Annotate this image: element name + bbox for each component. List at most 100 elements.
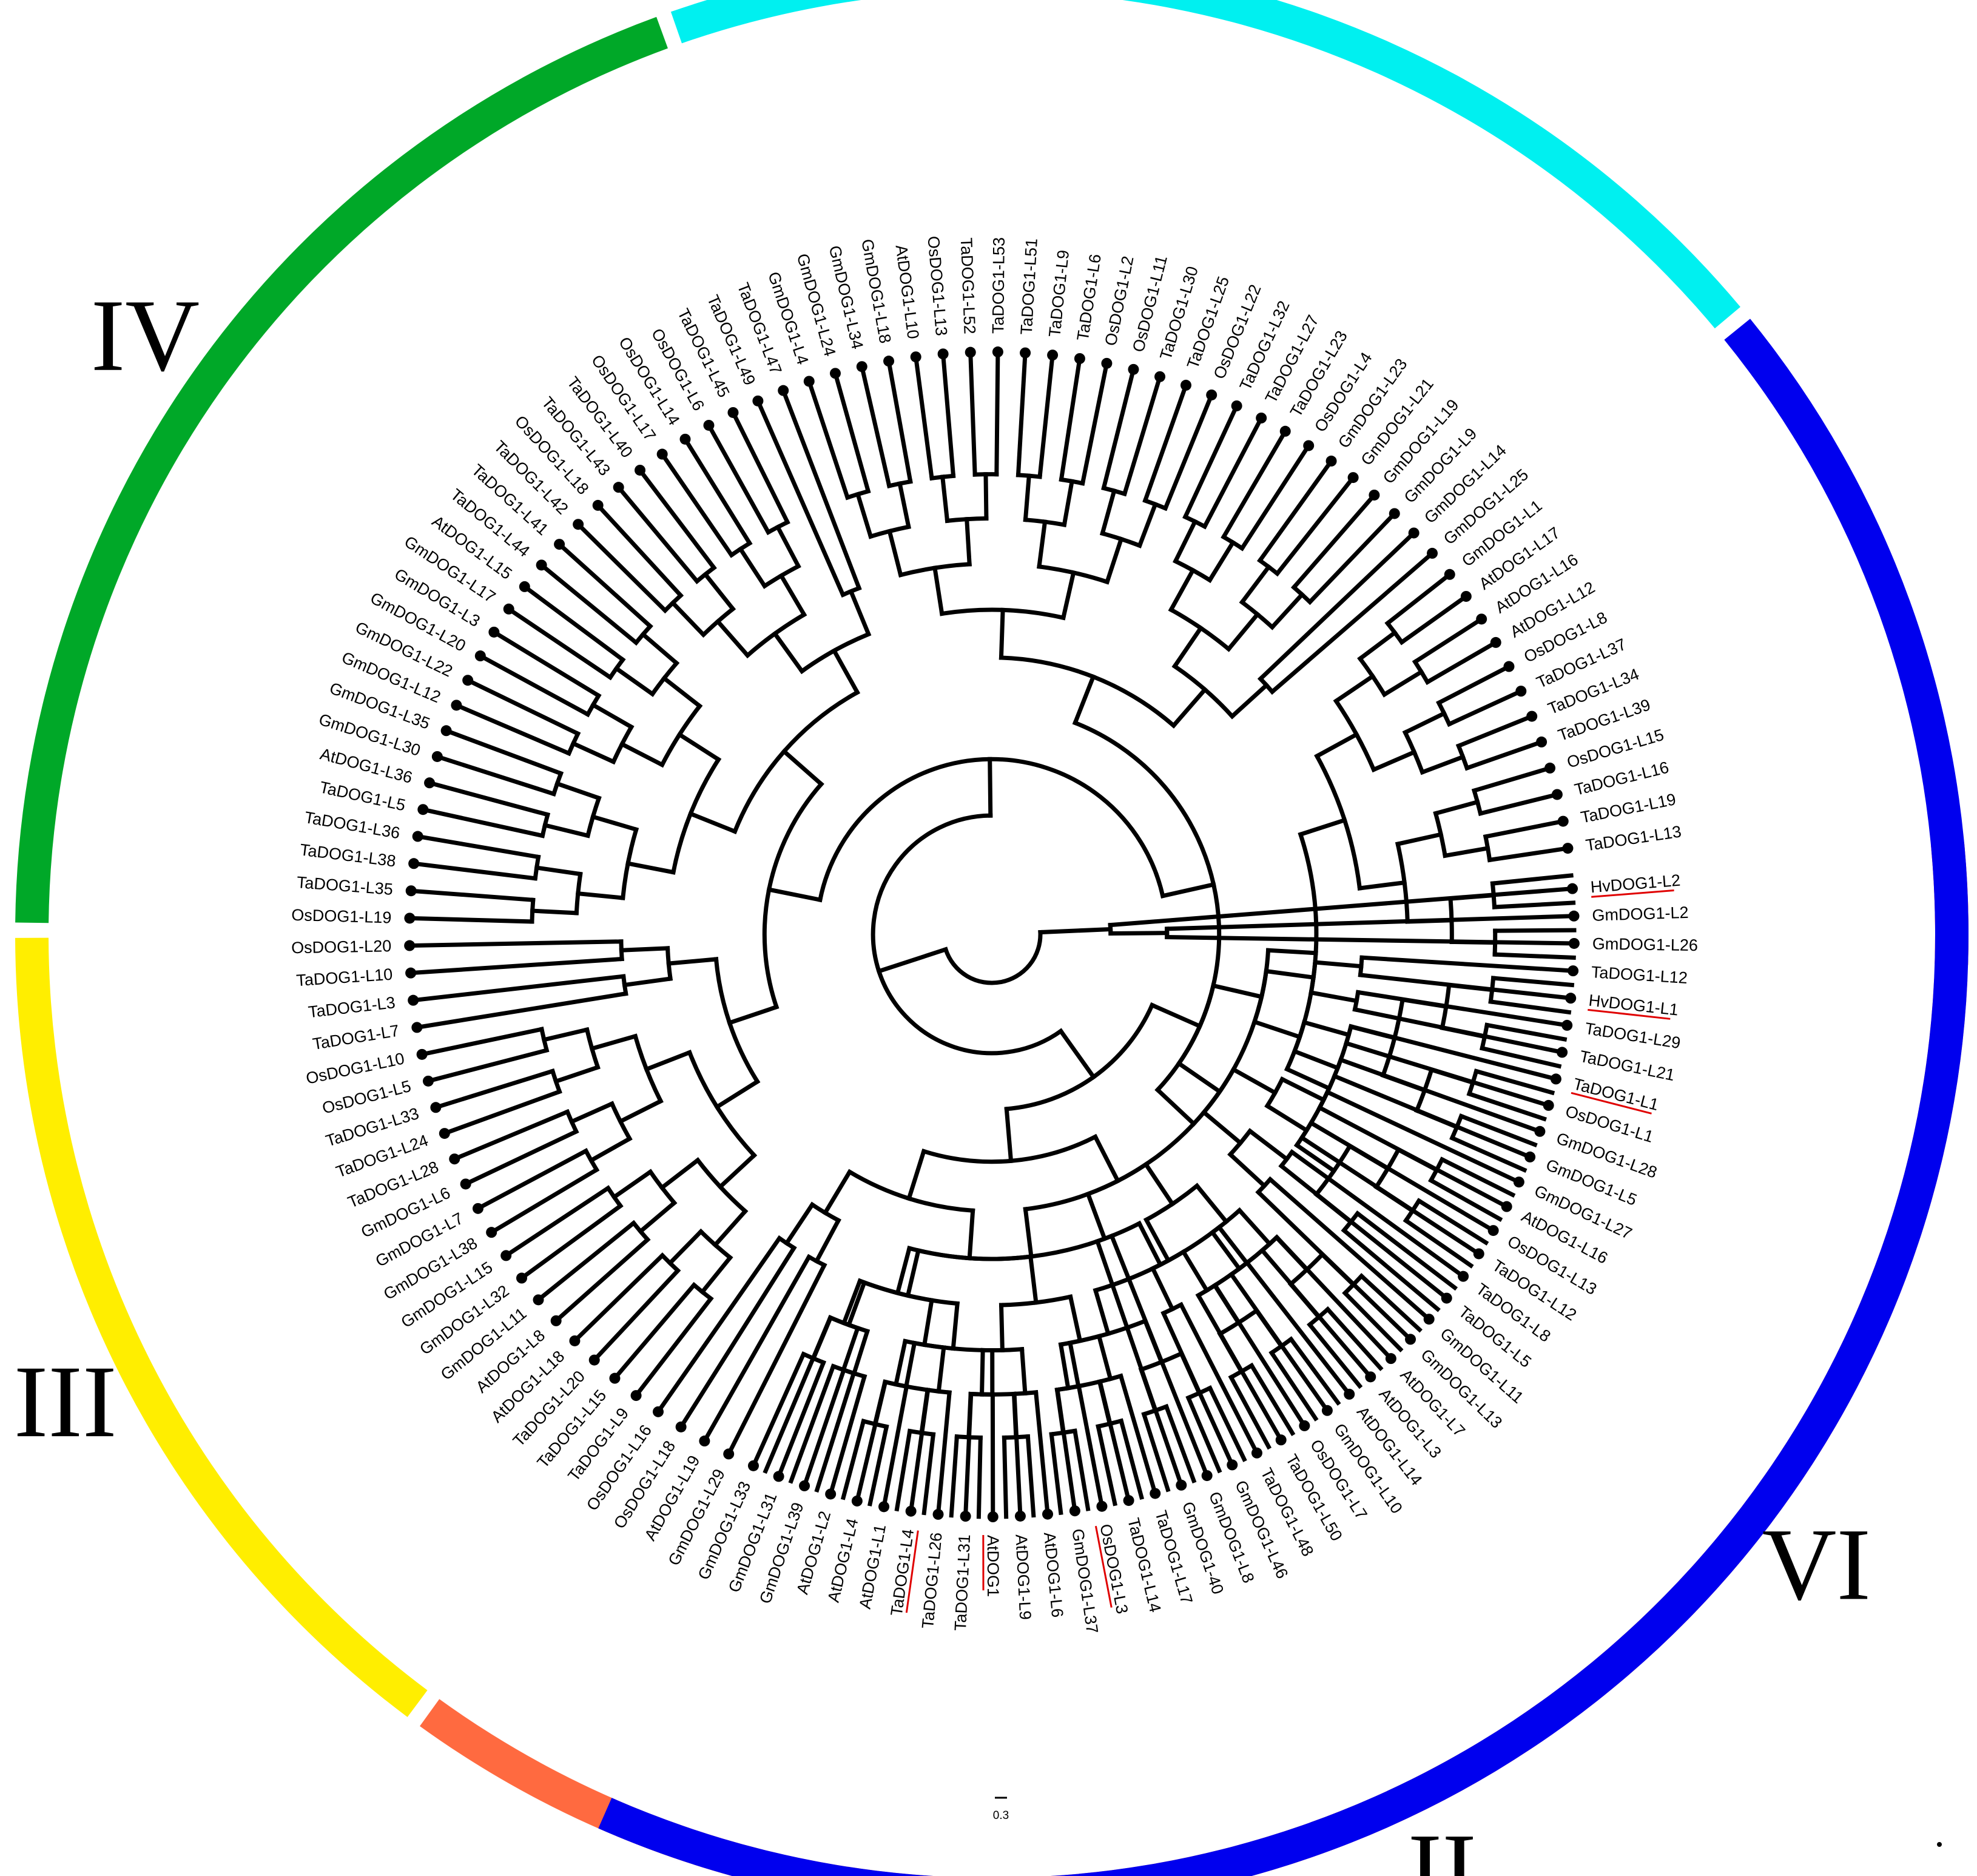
leaf-label: OsDOG1-L20	[291, 937, 392, 957]
branch-arc-208	[732, 689, 861, 834]
branch-arc-412	[1293, 1024, 1354, 1149]
group-label-VI: VI	[1762, 1507, 1871, 1621]
branch-449	[1354, 1210, 1458, 1291]
branch-243	[477, 653, 591, 718]
branch-345	[1221, 428, 1288, 540]
branch-377	[1412, 616, 1485, 665]
branch-201	[414, 991, 628, 1030]
branch-485	[1138, 1366, 1158, 1414]
branch-arc-506	[1002, 1434, 1031, 1440]
branch-169	[553, 1237, 651, 1324]
branch-387	[1455, 714, 1535, 749]
branch-296	[832, 371, 871, 494]
leaf-node-dot	[1047, 349, 1059, 361]
branch-476	[1228, 1374, 1272, 1450]
leaf-label: TaDOG1-L38	[299, 840, 397, 870]
branch-arc-58	[921, 1133, 1099, 1164]
branch-134	[750, 1351, 807, 1469]
branch-493	[1118, 1418, 1145, 1500]
branch-509	[966, 1391, 973, 1440]
branch-arc-414	[1380, 997, 1406, 1078]
branch-143	[678, 1245, 797, 1430]
leaf-node-dot	[1544, 762, 1556, 774]
branch-arc-248	[607, 656, 626, 681]
leaf-node-dot	[905, 1505, 917, 1517]
branch-arc-390	[1395, 841, 1410, 924]
branch-123	[881, 1384, 909, 1510]
leaf-node-dot	[1423, 1314, 1435, 1325]
branch-445	[1416, 1198, 1489, 1246]
branch-165	[659, 1157, 701, 1191]
branch-9	[1057, 1028, 1097, 1080]
leaf-node-dot	[652, 1406, 664, 1417]
branch-arc-380	[1402, 729, 1426, 775]
branch-437	[1347, 1143, 1391, 1172]
branch-arc-176	[632, 1033, 664, 1104]
branch-363	[1265, 948, 1318, 956]
branch-arc-226	[540, 812, 551, 838]
leaf-node-dot	[1536, 736, 1548, 747]
branch-arc-288	[939, 607, 1066, 621]
branch-473	[1217, 1331, 1245, 1375]
leaf-node-dot	[773, 1471, 784, 1482]
branch-429	[1473, 1068, 1555, 1096]
leaf-label: TaDOG1-L29	[1584, 1019, 1682, 1052]
leaf-node-dot	[851, 1495, 863, 1507]
branch-300	[886, 359, 913, 484]
branch-325	[1100, 488, 1117, 536]
leaf-label: OsDOG1-L3	[1096, 1522, 1131, 1615]
branch-191	[442, 1088, 562, 1136]
branch-274	[682, 436, 753, 547]
branch-222	[415, 834, 541, 860]
branch-254	[556, 541, 653, 630]
branch-389	[1357, 880, 1407, 891]
branch-235	[619, 741, 665, 768]
branch-457	[1273, 1234, 1310, 1273]
leaf-node-dot	[486, 1227, 497, 1238]
leaf-node-dot	[1275, 1434, 1287, 1446]
branch-105	[1019, 1347, 1028, 1396]
branch-400	[1487, 846, 1571, 863]
branch-157	[699, 1254, 733, 1295]
branch-381	[1402, 710, 1447, 735]
branch-369	[1333, 673, 1376, 704]
branch-253	[538, 562, 639, 646]
branch-arc-38	[1264, 1076, 1285, 1109]
leaf-node-dot	[1460, 590, 1472, 602]
branch-249	[505, 606, 613, 681]
branch-529	[763, 1315, 834, 1474]
leaf-node-dot	[533, 1294, 544, 1306]
branch-459	[1319, 1251, 1356, 1288]
branch-450	[1341, 1227, 1441, 1312]
branch-315	[1023, 473, 1032, 522]
branch-225	[542, 822, 591, 838]
leaf-node-dot	[1444, 569, 1455, 580]
branch-arc-316	[1015, 473, 1042, 479]
branch-311	[1060, 570, 1076, 621]
branch-arc-334	[1171, 663, 1236, 720]
branch-289	[932, 565, 945, 616]
leaf-label: AtDOG1-L9	[1012, 1534, 1034, 1620]
branch-441	[1439, 1156, 1516, 1198]
branch-221	[411, 861, 538, 881]
branch-388	[1464, 739, 1544, 771]
branch-374	[1398, 593, 1469, 646]
branch-439	[1395, 1147, 1440, 1173]
leaf-node-dot	[439, 1128, 450, 1139]
branch-351	[1257, 458, 1335, 564]
leaf-node-dot	[1476, 613, 1487, 625]
branch-413	[1348, 1024, 1398, 1041]
branch-361	[1154, 1087, 1197, 1127]
leaf-label: OsDOG1-L13	[924, 235, 951, 337]
branch-arc-92	[999, 1294, 1073, 1307]
leaf-label: AtDOG1-L1	[856, 1523, 890, 1610]
leaf-node-dot	[1567, 883, 1578, 894]
branch-103	[999, 1303, 1005, 1352]
branch-527	[814, 1370, 857, 1493]
branch-511	[976, 1435, 983, 1519]
branch-202	[411, 974, 626, 1003]
leaf-node-dot	[1543, 1099, 1554, 1111]
leaf-node-dot	[430, 1102, 442, 1113]
highlight-underline	[1591, 889, 1674, 898]
